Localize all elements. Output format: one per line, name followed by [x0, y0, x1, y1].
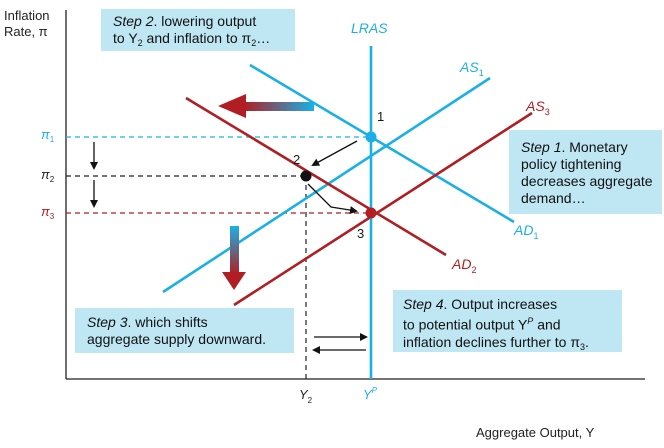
step4-title: Step 4 [403, 296, 444, 312]
step3-title: Step 3 [87, 314, 128, 330]
ad2-label: AD2 [451, 256, 476, 275]
y-axis-title-line2: Rate, π [4, 24, 48, 39]
point-2-marker [300, 170, 312, 182]
step3-callout: Step 3. which shifts aggregate supply do… [75, 308, 294, 353]
move-1-to-2-arrow [311, 140, 358, 166]
y2-tick-label: Y2 [299, 387, 313, 405]
y-axis-title: Inflation Rate, π [4, 8, 50, 40]
ad2-curve [185, 96, 447, 257]
step4-callout: Step 4. Output increases to potential ou… [393, 290, 622, 352]
pi2-tick-label: π2 [41, 167, 55, 184]
as3-curve [233, 111, 533, 307]
as3-label: AS3 [525, 98, 550, 117]
step2-title: Step 2 [113, 13, 154, 29]
point-3-label: 3 [357, 226, 364, 241]
yp-tick-label: YP [363, 386, 378, 402]
step2-callout: Step 2. lowering output to Y2 and inflat… [101, 9, 295, 51]
x-axis-title: Aggregate Output, Y [476, 425, 595, 440]
point-2-label: 2 [293, 152, 300, 167]
supply-shift-arrow-head [222, 272, 246, 290]
pi1-tick-label: π1 [41, 127, 55, 144]
step1-callout: Step 1. Monetary policy tightening decre… [509, 130, 662, 214]
point-1-label: 1 [377, 109, 384, 124]
ad1-label: AD1 [513, 222, 538, 241]
point-1-marker [365, 131, 377, 143]
demand-shift-arrow-body [244, 102, 314, 111]
pi3-tick-label: π3 [41, 204, 55, 221]
point-3-marker [365, 207, 377, 219]
lras-label: LRAS [351, 20, 388, 36]
y-axis-title-line1: Inflation [4, 8, 50, 23]
demand-shift-arrow-head [218, 94, 246, 118]
step1-title: Step 1 [521, 139, 562, 155]
ad1-curve [249, 63, 515, 224]
move-2-to-3-arrow [307, 183, 358, 215]
as1-label: AS1 [459, 59, 484, 78]
supply-shift-arrow-body [230, 226, 239, 274]
as1-curve [162, 76, 491, 294]
